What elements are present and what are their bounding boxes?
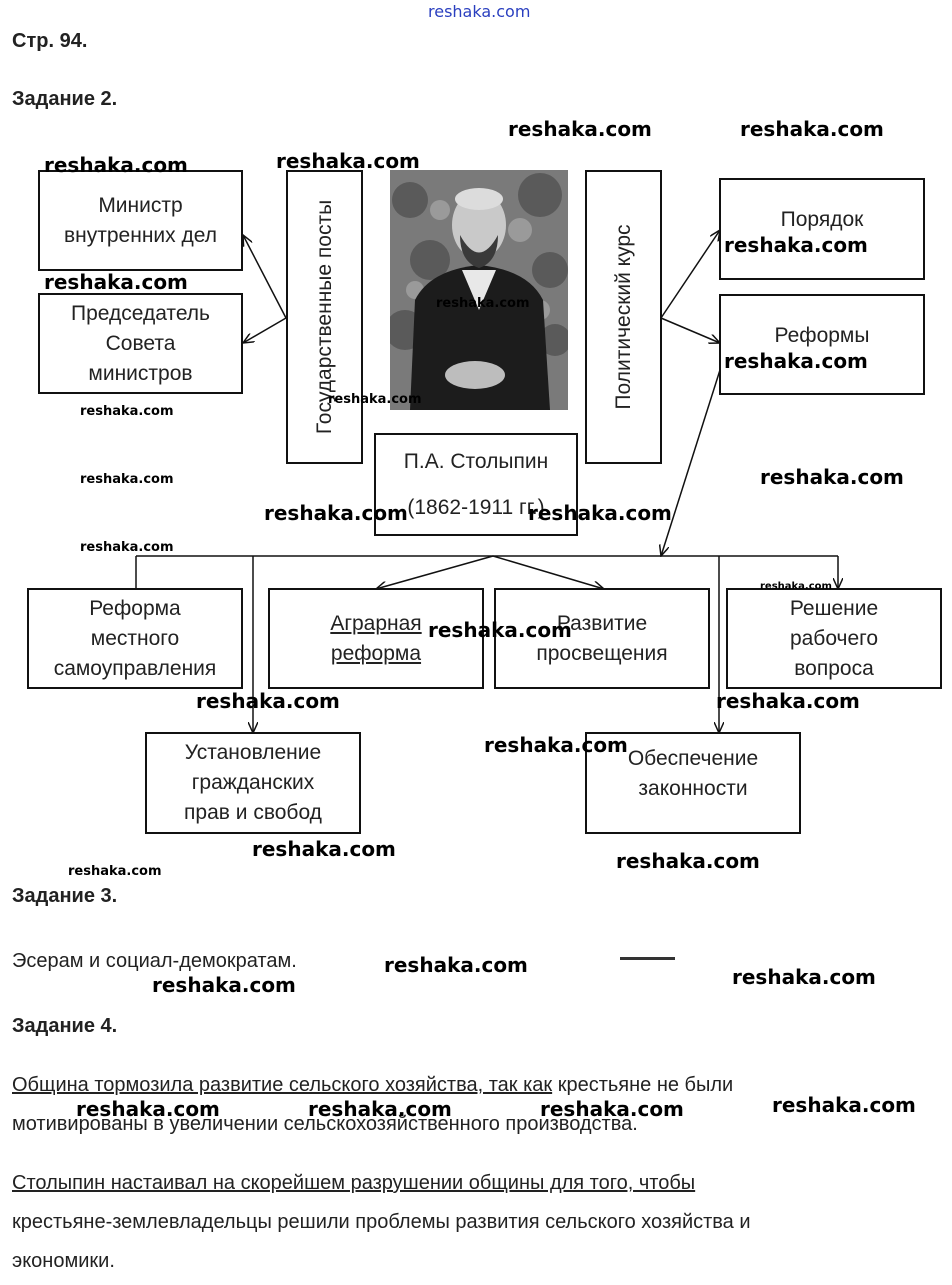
- arrow-bus-education: [493, 556, 604, 589]
- watermark: reshaka.com: [80, 540, 174, 555]
- arrow-course-order: [661, 230, 720, 318]
- task4-p1-rest: крестьяне не были: [552, 1074, 733, 1096]
- box-labor-question: Решение рабочего вопроса: [726, 588, 942, 689]
- arrow-course-reforms: [661, 318, 720, 343]
- box-chairman: Председатель Совета министров: [38, 293, 243, 394]
- watermark: reshaka.com: [484, 733, 628, 757]
- stolypin-years: (1862-1911 гг.): [407, 485, 544, 531]
- watermark: reshaka.com: [724, 349, 868, 373]
- arrow-posts-minister: [243, 235, 286, 318]
- agrarian-reform-label: Аграрная реформа: [330, 609, 421, 669]
- task4-p2-line2: крестьяне-землевладельцы решили проблемы…: [12, 1203, 751, 1242]
- watermark: reshaka.com: [264, 501, 408, 525]
- arrow-reforms-bus: [661, 370, 720, 556]
- watermark: reshaka.com: [772, 1093, 916, 1117]
- task4-p2-underlined: Столыпин настаивал на скорейшем разрушен…: [12, 1164, 751, 1203]
- watermark: reshaka.com: [732, 965, 876, 989]
- task4-paragraph-2: Столыпин настаивал на скорейшем разрушен…: [12, 1164, 751, 1281]
- watermark: reshaka.com: [616, 849, 760, 873]
- box-political-course: Политический курс: [585, 170, 662, 464]
- task4-p2-line3: экономики.: [12, 1242, 751, 1281]
- watermark: reshaka.com: [152, 973, 296, 997]
- watermark: reshaka.com: [328, 392, 422, 407]
- watermark: reshaka.com: [724, 233, 868, 257]
- watermark: reshaka.com: [80, 404, 174, 419]
- task4-p1-underlined: Община тормозила развитие сельского хозя…: [12, 1074, 552, 1096]
- task3-heading: Задание 3.: [12, 885, 117, 908]
- order-label: Порядок: [781, 205, 864, 235]
- watermark: reshaka.com: [252, 837, 396, 861]
- stolypin-portrait: [390, 170, 568, 410]
- reforms-label: Реформы: [775, 321, 870, 351]
- stolypin-name: П.А. Столыпин: [404, 439, 548, 485]
- watermark: reshaka.com: [760, 581, 832, 592]
- watermark: reshaka.com: [540, 1097, 684, 1121]
- watermark: reshaka.com: [276, 149, 420, 173]
- political-course-label: Политический курс: [612, 224, 636, 409]
- watermark: reshaka.com: [428, 618, 572, 642]
- watermark: reshaka.com: [528, 501, 672, 525]
- arrow-posts-chairman: [243, 318, 286, 343]
- scan-artifact: [620, 957, 675, 960]
- watermark: reshaka.com: [436, 296, 530, 311]
- box-state-posts: Государственные посты: [286, 170, 363, 464]
- watermark: reshaka.com: [76, 1097, 220, 1121]
- watermark: reshaka.com: [760, 465, 904, 489]
- watermark: reshaka.com: [716, 689, 860, 713]
- watermark: reshaka.com: [44, 153, 188, 177]
- watermark: reshaka.com: [68, 864, 162, 879]
- box-civil-rights: Установление гражданских прав и свобод: [145, 732, 361, 834]
- box-reforms: Реформы: [719, 294, 925, 395]
- watermark: reshaka.com: [44, 270, 188, 294]
- task4-heading: Задание 4.: [12, 1015, 117, 1038]
- box-order: Порядок: [719, 178, 925, 280]
- arrow-bus-agrarian: [376, 556, 493, 589]
- watermark: reshaka.com: [308, 1097, 452, 1121]
- box-local-government-reform: Реформа местного самоуправления: [27, 588, 243, 689]
- watermark: reshaka.com: [80, 472, 174, 487]
- watermark: reshaka.com: [508, 117, 652, 141]
- box-minister: Министр внутренних дел: [38, 170, 243, 271]
- watermark: reshaka.com: [384, 953, 528, 977]
- watermark: reshaka.com: [196, 689, 340, 713]
- watermark: reshaka.com: [740, 117, 884, 141]
- task3-answer: Эсерам и социал-демократам.: [12, 950, 297, 973]
- legality-label: Обеспечение законности: [628, 744, 758, 804]
